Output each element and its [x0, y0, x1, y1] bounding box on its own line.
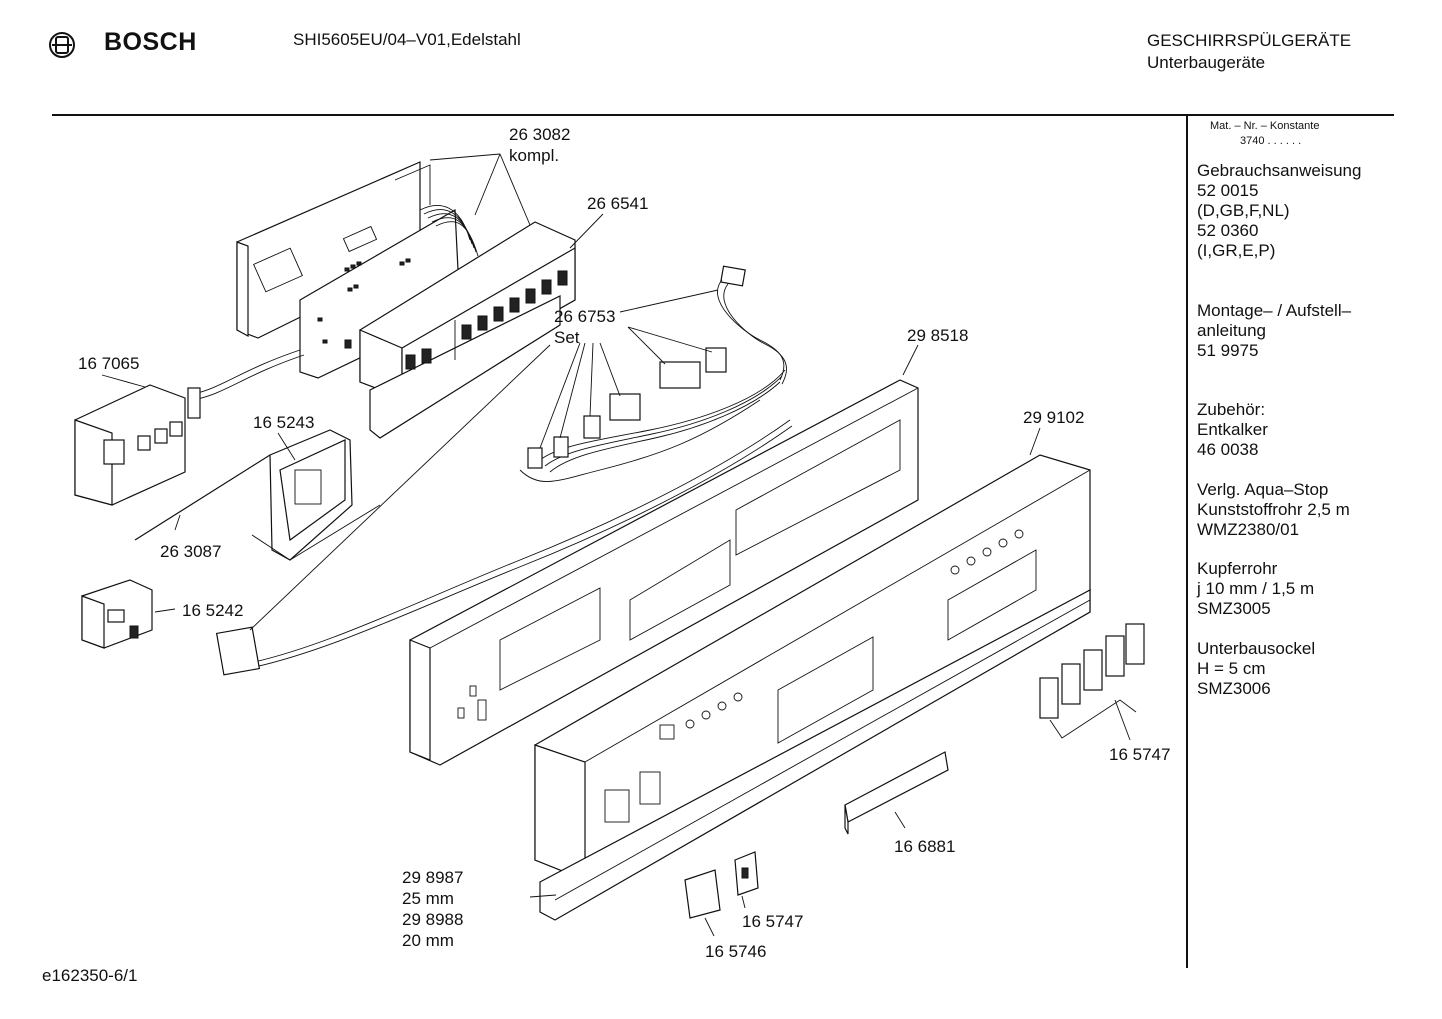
sidebar-line: 51 9975	[1197, 341, 1259, 360]
part-label: 16 5747	[742, 911, 803, 932]
sidebar-line: Montage– / Aufstell–	[1197, 301, 1352, 320]
part-label: 26 6753 Set	[554, 306, 615, 348]
mat-nr-block: Mat. – Nr. – Konstante 3740 . . . . . .	[1210, 119, 1319, 149]
sidebar-line: (I,GR,E,P)	[1197, 241, 1276, 260]
leader-lines	[101, 153, 1131, 937]
sidebar-line: Unterbausockel	[1197, 639, 1316, 658]
part-number: 16 5747	[1109, 745, 1171, 764]
mat-nr-value: 3740 . . . . . .	[1240, 135, 1302, 147]
category-line: GESCHIRRSPÜLGERÄTE	[1147, 31, 1352, 50]
sidebar-line: Kupferrohr	[1197, 559, 1278, 578]
part-label: 29 8987 25 mm 29 8988 20 mm	[402, 867, 463, 951]
part-number: 16 5747	[742, 912, 804, 931]
part-label: 16 5243	[253, 412, 314, 433]
drawing-id: e162350-6/1	[42, 966, 138, 985]
part-number: 16 5243	[253, 413, 315, 432]
part-note: kompl.	[509, 146, 560, 165]
bosch-logo-icon	[49, 32, 75, 58]
part-label: 16 7065	[78, 353, 139, 374]
part-note: 20 mm	[402, 931, 454, 950]
sidebar-section-aquastop: Verlg. Aqua–Stop Kunststoffrohr 2,5 m WM…	[1197, 480, 1350, 540]
brand-name: BOSCH	[104, 28, 197, 56]
part-label: 16 5747	[1109, 744, 1170, 765]
category-subline: Unterbaugeräte	[1147, 53, 1266, 72]
part-number: 26 3087	[160, 542, 222, 561]
sidebar-line: 52 0360	[1197, 221, 1259, 240]
model-title: SHI5605EU/04–V01,Edelstahl	[293, 30, 521, 49]
cable-connector	[215, 626, 261, 676]
ribbon-cable	[419, 205, 479, 257]
part-number: 16 6881	[894, 837, 956, 856]
part-label: 29 9102	[1023, 407, 1084, 428]
display-unit	[74, 349, 305, 506]
sidebar-line: 46 0038	[1197, 440, 1259, 459]
sidebar-line: H = 5 cm	[1197, 659, 1266, 678]
part-number: 26 6753	[554, 307, 616, 326]
part-label: 16 6881	[894, 836, 955, 857]
part-label: 26 6541	[587, 193, 648, 214]
sidebar-line: (D,GB,F,NL)	[1197, 201, 1290, 220]
part-number: 29 8518	[907, 326, 969, 345]
sidebar-divider	[1186, 116, 1188, 968]
part-number: 26 6541	[587, 194, 649, 213]
sidebar-line: j 10 mm / 1,5 m	[1197, 579, 1315, 598]
part-number: 29 8988	[402, 910, 464, 929]
part-note: Set	[554, 328, 580, 347]
sidebar-line: Verlg. Aqua–Stop	[1197, 480, 1329, 499]
part-label: 26 3082 kompl.	[509, 124, 570, 166]
part-label: 16 5746	[705, 941, 766, 962]
sidebar-section-manual: Gebrauchsanweisung 52 0015 (D,GB,F,NL) 5…	[1197, 161, 1361, 261]
part-number: 16 7065	[78, 354, 140, 373]
sidebar-line: 52 0015	[1197, 181, 1259, 200]
long-cable	[239, 419, 791, 666]
inner-panel	[409, 379, 919, 766]
wiring-harness	[519, 265, 787, 482]
part-number: 26 3082	[509, 125, 571, 144]
sidebar-section-accessories: Zubehör: Entkalker 46 0038	[1197, 400, 1268, 460]
sidebar-section-plinth: Unterbausockel H = 5 cm SMZ3006	[1197, 639, 1315, 699]
button-caps	[1039, 623, 1145, 739]
sidebar-line: SMZ3006	[1197, 679, 1271, 698]
sidebar-line: Kunststoffrohr 2,5 m	[1197, 500, 1350, 519]
part-label: 29 8518	[907, 325, 968, 346]
part-label: 16 5242	[182, 600, 243, 621]
cable-263087	[134, 454, 271, 541]
sidebar-line: anleitung	[1197, 321, 1267, 340]
category-heading: GESCHIRRSPÜLGERÄTE Unterbaugeräte	[1147, 30, 1351, 74]
sidebar-line: SMZ3005	[1197, 599, 1271, 618]
part-label: 26 3087	[160, 541, 221, 562]
sidebar-section-installation: Montage– / Aufstell– anleitung 51 9975	[1197, 301, 1351, 361]
trim-strip	[844, 751, 949, 835]
part-number: 16 5746	[705, 942, 767, 961]
sidebar-line: Zubehör:	[1197, 400, 1266, 419]
sidebar-line: WMZ2380/01	[1197, 520, 1300, 539]
small-button-caps	[684, 851, 759, 919]
door-lock-mechanism	[251, 429, 381, 561]
sidebar-line: Entkalker	[1197, 420, 1268, 439]
header-divider	[52, 114, 1394, 116]
sidebar-line: Gebrauchsanweisung	[1197, 161, 1362, 180]
bottom-trim	[539, 589, 1091, 921]
button-housing	[359, 221, 576, 439]
sidebar-section-copper-pipe: Kupferrohr j 10 mm / 1,5 m SMZ3005	[1197, 559, 1314, 619]
part-number: 29 8987	[402, 868, 464, 887]
part-note: 25 mm	[402, 889, 454, 908]
part-number: 16 5242	[182, 601, 244, 620]
part-number: 29 9102	[1023, 408, 1085, 427]
main-switch	[81, 579, 153, 649]
mat-nr-label: Mat. – Nr. – Konstante	[1210, 120, 1320, 132]
